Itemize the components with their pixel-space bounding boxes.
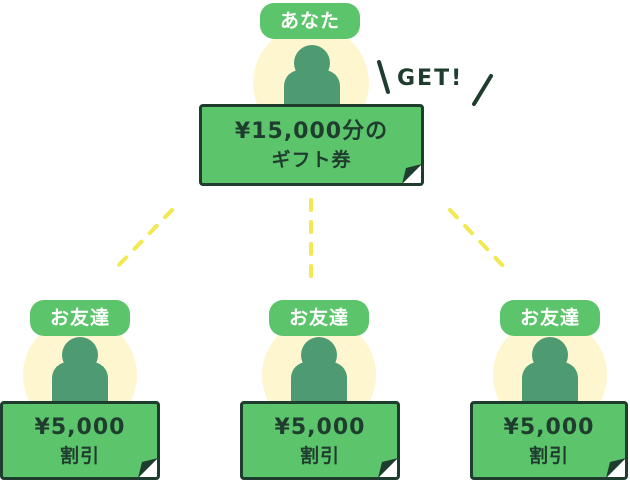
top-person-icon-body	[284, 70, 340, 110]
friend-label: お友達	[49, 307, 110, 329]
connector-right	[448, 208, 509, 272]
top-label: あなた	[279, 10, 340, 32]
friend-label-pill: お友達	[500, 300, 600, 336]
friend-person-icon-body	[522, 362, 578, 406]
friend-card-fold	[606, 458, 625, 477]
friend-reward-line2: 割引	[528, 445, 569, 467]
top-label-pill: あなた	[260, 3, 360, 39]
friend-reward-line1: ¥5,000	[274, 415, 366, 440]
friend-card-fold	[138, 458, 157, 477]
friend-reward-line2: 割引	[299, 445, 340, 467]
friend-reward-card: ¥5,000 割引	[470, 401, 628, 480]
friend-label: お友達	[288, 307, 349, 329]
friend-reward-line1: ¥5,000	[34, 415, 126, 440]
friend-label: お友達	[519, 307, 580, 329]
friend-label-pill: お友達	[30, 300, 130, 336]
top-reward-line1: ¥15,000分の	[234, 119, 389, 144]
friend-reward-card: ¥5,000 割引	[240, 401, 400, 480]
get-slash-left	[377, 60, 390, 94]
get-badge: GET!	[397, 66, 464, 91]
friend-card-fold	[378, 458, 397, 477]
friend-person-icon-body	[52, 362, 108, 406]
friend-reward-line1: ¥5,000	[503, 415, 595, 440]
top-reward-card: ¥15,000分の ギフト券	[199, 104, 424, 186]
top-reward-line2: ギフト券	[271, 149, 352, 171]
friend-label-pill: お友達	[269, 300, 369, 336]
friend-reward-card: ¥5,000 割引	[0, 401, 160, 480]
connector-left	[112, 208, 174, 272]
get-slash-right	[472, 74, 493, 106]
friend-person-icon-body	[291, 362, 347, 406]
top-card-fold	[402, 164, 421, 183]
friend-reward-line2: 割引	[59, 445, 100, 467]
